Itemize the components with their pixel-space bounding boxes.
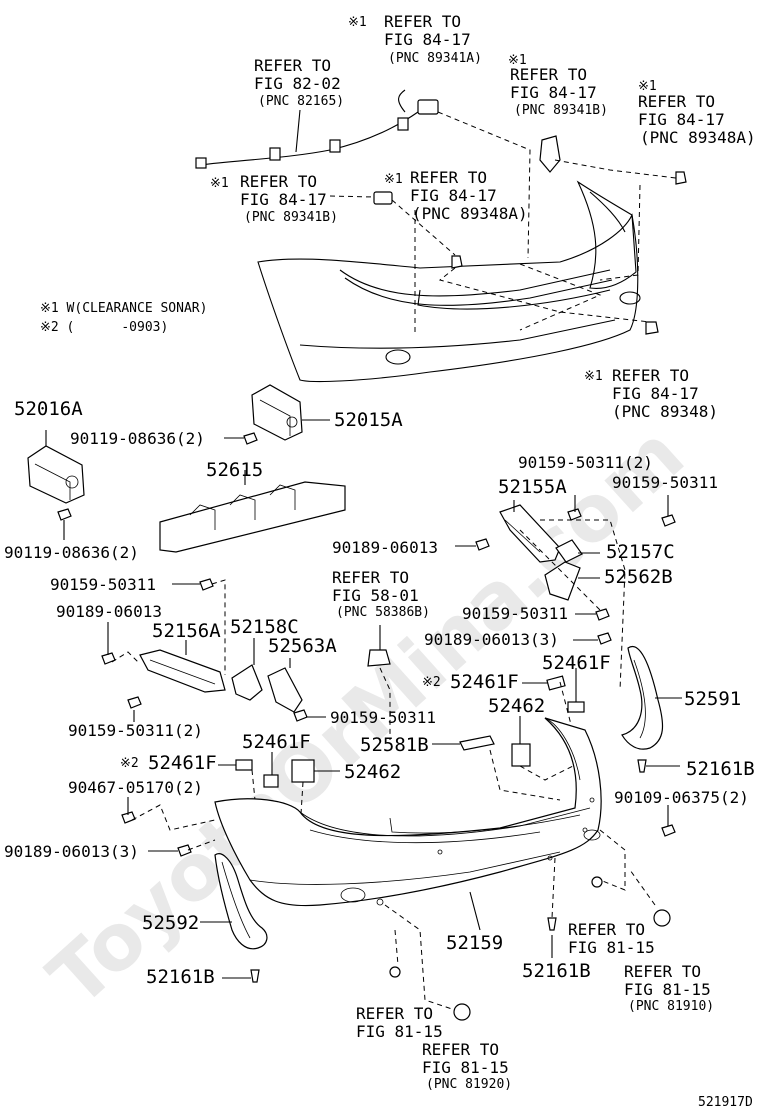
part-52016A: 52016A — [14, 398, 83, 420]
part-52461F-d: 52461F — [242, 731, 311, 753]
part-52015A: 52015A — [334, 409, 403, 431]
part-90467: 90467-05170(2) — [68, 778, 203, 797]
ref-wire-line3: (PNC 82165) — [258, 94, 345, 109]
ref-81c-line1: REFER TO — [356, 1004, 434, 1023]
ref-top-line3: (PNC 89341A) — [388, 51, 482, 66]
ref-81b-line3: (PNC 81910) — [628, 999, 715, 1014]
part-52461F-c: 52461F — [148, 752, 217, 774]
ref-r89348-line2: FIG 84-17 — [612, 384, 699, 403]
part-52157C: 52157C — [606, 541, 675, 563]
part-90109: 90109-06375(2) — [614, 788, 749, 807]
ref-tr2-mark: ※1 — [638, 79, 657, 94]
bracket-52015A — [224, 384, 330, 445]
small-pads — [218, 668, 586, 856]
part-90159-d: 90159-50311 — [462, 604, 568, 623]
bracket-left — [101, 578, 326, 722]
bracket-52016A — [27, 430, 85, 540]
clip-58386B — [367, 625, 391, 740]
ref-81b-line1: REFER TO — [624, 962, 702, 981]
note-date-range: ※2 ( -0903) — [40, 320, 169, 335]
part-52161B-c: 52161B — [146, 966, 215, 988]
ref-tr1-line1: REFER TO — [510, 65, 588, 84]
ref-ml-line2: FIG 84-17 — [240, 190, 327, 209]
wire-harness — [195, 89, 419, 169]
part-90189-3a: 90189-06013(3) — [424, 630, 559, 649]
ref-ml-line1: REFER TO — [240, 172, 318, 191]
part-52155A: 52155A — [498, 476, 567, 498]
ref-81a-line1: REFER TO — [568, 920, 646, 939]
part-52159: 52159 — [446, 932, 504, 954]
part-90159-e: 90159-50311 — [330, 708, 436, 727]
part-52592: 52592 — [142, 912, 200, 934]
diagram-id: 521917D — [698, 1095, 753, 1110]
ref-81a-line2: FIG 81-15 — [568, 938, 655, 957]
part-52563A: 52563A — [268, 635, 337, 657]
upper-bumper-outline — [257, 180, 641, 383]
ref-tr1-line3: (PNC 89341B) — [514, 103, 608, 118]
part-90159-2b: 90159-50311(2) — [68, 721, 203, 740]
ref-81d-line1: REFER TO — [422, 1040, 500, 1059]
ref-tr1-line2: FIG 84-17 — [510, 83, 597, 102]
ref-58-line3: (PNC 58386B) — [336, 605, 430, 620]
part-52156A: 52156A — [152, 620, 221, 642]
ref-ml-mark: ※1 — [210, 176, 229, 191]
part-52462-a: 52462 — [488, 695, 546, 717]
ref-81c-line2: FIG 81-15 — [356, 1022, 443, 1041]
ref-tr2-line3: (PNC 89348A) — [640, 128, 756, 147]
part-52461F-b: 52461F — [542, 652, 611, 674]
part-52562B: 52562B — [604, 566, 673, 588]
note-clearance-sonar: ※1 W(CLEARANCE SONAR) — [40, 301, 208, 316]
part-90189-b: 90189-06013 — [56, 602, 162, 621]
ref-wire-line2: FIG 82-02 — [254, 74, 341, 93]
ref-58-line2: FIG 58-01 — [332, 586, 419, 605]
ref-r89348-line1: REFER TO — [612, 366, 690, 385]
ref-tr2-line1: REFER TO — [638, 92, 716, 111]
part-52591: 52591 — [684, 688, 742, 710]
piece-52591 — [621, 645, 682, 773]
sonar-parts — [373, 99, 687, 335]
mark-2-a: ※2 — [422, 675, 441, 690]
part-90159-2a: 90159-50311(2) — [518, 453, 653, 472]
ref-mc-line3: (PNC 89348A) — [412, 204, 528, 223]
part-90119-a: 90119-08636(2) — [70, 429, 205, 448]
part-90159-c: 90159-50311 — [50, 575, 156, 594]
bracket-right — [455, 495, 676, 691]
part-90189-a: 90189-06013 — [332, 538, 438, 557]
part-90119-b: 90119-08636(2) — [4, 543, 139, 562]
ref-ml-line3: (PNC 89341B) — [244, 210, 338, 225]
mark-2-b: ※2 — [120, 756, 139, 771]
ref-mc-line2: FIG 84-17 — [410, 186, 497, 205]
ref-top-line1: REFER TO — [384, 12, 462, 31]
ref-top-line2: FIG 84-17 — [384, 30, 471, 49]
part-90159-b: 90159-50311 — [612, 473, 718, 492]
lower-fasteners — [121, 797, 676, 1021]
ref-tr2-line2: FIG 84-17 — [638, 110, 725, 129]
ref-81d-line3: (PNC 81920) — [426, 1077, 513, 1092]
part-52161B-b: 52161B — [522, 960, 591, 982]
ref-mc-mark: ※1 — [384, 172, 403, 187]
ref-top-mark: ※1 — [348, 15, 367, 30]
ref-81d-line2: FIG 81-15 — [422, 1058, 509, 1077]
piece-52592 — [200, 853, 268, 983]
ref-tr1-mark: ※1 — [508, 53, 527, 68]
ref-wire-line1: REFER TO — [254, 56, 332, 75]
ref-r89348-line3: (PNC 89348) — [612, 402, 718, 421]
ref-r89348-mark: ※1 — [584, 369, 603, 384]
ref-81b-line2: FIG 81-15 — [624, 980, 711, 999]
part-52615: 52615 — [206, 459, 264, 481]
part-52581B: 52581B — [360, 734, 429, 756]
part-52161B-a: 52161B — [686, 758, 755, 780]
ref-58-line1: REFER TO — [332, 568, 410, 587]
part-52158C: 52158C — [230, 616, 299, 638]
ref-mc-line1: REFER TO — [410, 168, 488, 187]
part-90189-3b: 90189-06013(3) — [4, 842, 139, 861]
upper-dash-lines — [329, 111, 677, 335]
bumper-52159 — [214, 717, 602, 931]
part-52461F-a: 52461F — [450, 671, 519, 693]
absorber-52615 — [159, 470, 346, 553]
part-52462-b: 52462 — [344, 761, 402, 783]
